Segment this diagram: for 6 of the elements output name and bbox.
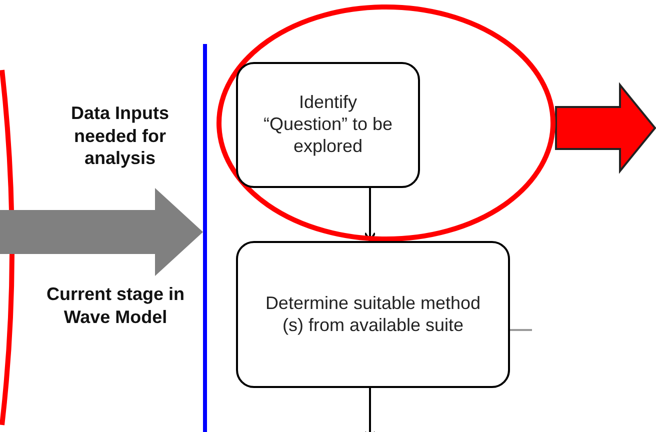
- process-box: Determine suitable method (s) from available suite: [236, 241, 510, 388]
- arrow: [364, 388, 376, 432]
- side-label: Data Inputs needed for analysis: [70, 102, 170, 170]
- process-box: Identify “Question” to be explored: [236, 62, 420, 188]
- side-label: Current stage in Wave Model: [45, 283, 186, 328]
- block-arrow: [555, 82, 656, 174]
